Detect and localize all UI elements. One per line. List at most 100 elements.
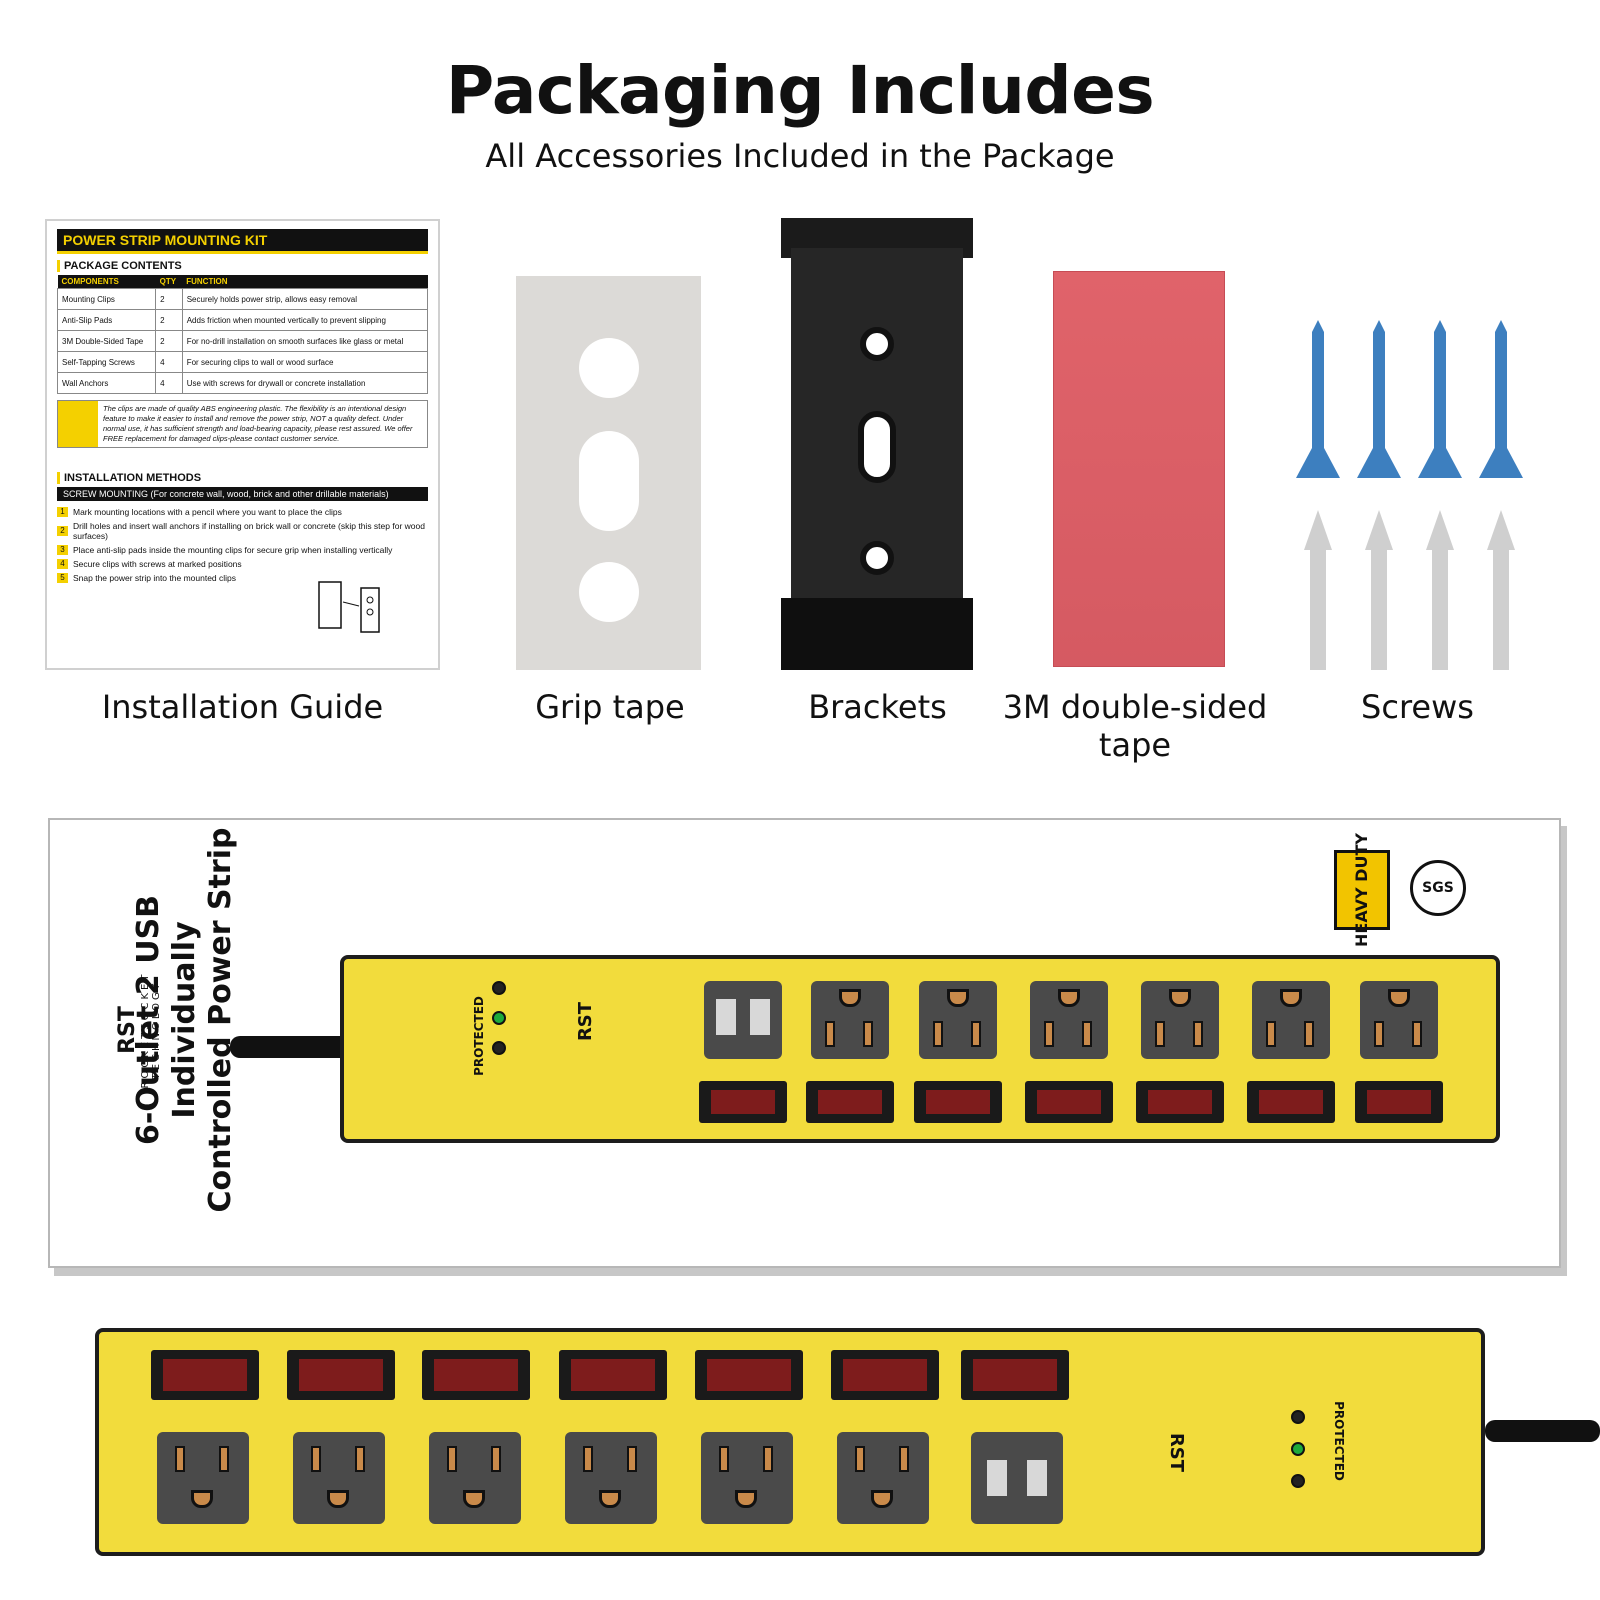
col-components: COMPONENTS	[57, 275, 156, 289]
guide-contents-heading: PACKAGE CONTENTS	[57, 260, 428, 272]
grip-hole	[579, 562, 639, 622]
power-cord	[1485, 1420, 1600, 1442]
cell-function: Use with screws for drywall or concrete …	[181, 372, 429, 394]
cell-component: Self-Tapping Screws	[56, 351, 157, 373]
rocker-switch[interactable]	[287, 1350, 395, 1400]
cell-function: For securing clips to wall or wood surfa…	[181, 351, 429, 373]
cell-component: 3M Double-Sided Tape	[56, 330, 157, 352]
usb-port-pair[interactable]	[971, 1432, 1063, 1524]
cell-component: Anti-Slip Pads	[56, 309, 157, 331]
ac-outlet[interactable]	[1360, 981, 1438, 1059]
brand-logo-small: RST	[1166, 1432, 1188, 1473]
indicator-led	[1291, 1474, 1305, 1488]
ac-outlet[interactable]	[1141, 981, 1219, 1059]
warning-clip-icon	[58, 401, 98, 447]
rocker-switch[interactable]	[695, 1350, 803, 1400]
guide-install-heading: INSTALLATION METHODS	[57, 472, 428, 484]
ac-outlet[interactable]	[919, 981, 997, 1059]
caption-brackets: Brackets	[808, 688, 947, 726]
cell-function: For no-drill installation on smooth surf…	[181, 330, 429, 352]
table-row: Self-Tapping Screws 4 For securing clips…	[56, 351, 429, 373]
rocker-switch[interactable]	[1136, 1081, 1224, 1123]
heavy-duty-badge: HEAVY DUTY	[1334, 833, 1390, 947]
power-cord	[230, 1036, 350, 1058]
table-row: Wall Anchors 4 Use with screws for drywa…	[56, 372, 429, 394]
cell-qty: 2	[155, 288, 183, 310]
rocker-switch[interactable]	[1355, 1081, 1443, 1123]
indicator-led	[492, 981, 506, 995]
cell-qty: 2	[155, 330, 183, 352]
rocker-switch[interactable]	[961, 1350, 1069, 1400]
ac-outlet[interactable]	[837, 1432, 929, 1524]
rocker-switch[interactable]	[831, 1350, 939, 1400]
cell-component: Mounting Clips	[56, 288, 157, 310]
protected-label: PROTECTED	[471, 996, 486, 1076]
guide-contents-table: COMPONENTS QTY FUNCTION Mounting Clips 2…	[56, 275, 429, 394]
col-qty: QTY	[155, 275, 183, 289]
screw-icon	[1357, 320, 1523, 478]
cell-function: Securely holds power strip, allows easy …	[181, 288, 429, 310]
guide-note: The clips are made of quality ABS engine…	[57, 400, 428, 448]
caption-grip-tape: Grip tape	[535, 688, 685, 726]
rocker-switch[interactable]	[1247, 1081, 1335, 1123]
grip-slot	[579, 431, 639, 531]
indicator-led	[1291, 1410, 1305, 1424]
ac-outlet[interactable]	[565, 1432, 657, 1524]
usb-port-pair[interactable]	[704, 981, 782, 1059]
cell-qty: 4	[155, 351, 183, 373]
ac-outlet[interactable]	[701, 1432, 793, 1524]
indicator-led	[492, 1041, 506, 1055]
caption-screws: Screws	[1361, 688, 1474, 726]
guide-method-bar: SCREW MOUNTING (For concrete wall, wood,…	[57, 487, 428, 501]
grip-hole	[579, 338, 639, 398]
ac-outlet[interactable]	[429, 1432, 521, 1524]
cell-qty: 2	[155, 309, 183, 331]
rocker-switch[interactable]	[1025, 1081, 1113, 1123]
indicator-led-green	[1291, 1442, 1305, 1456]
caption-tape-line1: 3M double-sided	[1002, 688, 1268, 726]
brand-logo-small: RST	[575, 1001, 597, 1042]
cell-component: Wall Anchors	[56, 372, 157, 394]
table-row: 3M Double-Sided Tape 2 For no-drill inst…	[56, 330, 429, 352]
brand-logo-vertical: RST ROCKETSOCKET TECHNOLOGY	[115, 971, 162, 1089]
wall-anchor-icon	[1304, 510, 1515, 670]
screws-anchors-image	[1296, 320, 1523, 670]
rocker-switch[interactable]	[806, 1081, 894, 1123]
ac-outlet[interactable]	[1030, 981, 1108, 1059]
col-function: FUNCTION	[182, 275, 428, 289]
sgs-certification-badge: SGS	[1410, 860, 1466, 916]
clip-diagram-icon	[318, 581, 380, 633]
table-row: Mounting Clips 2 Securely holds power st…	[56, 288, 429, 310]
caption-installation-guide: Installation Guide	[101, 688, 384, 726]
guide-note-text: The clips are made of quality ABS engine…	[103, 404, 413, 443]
screw-icon	[1296, 320, 1462, 478]
ac-outlet[interactable]	[293, 1432, 385, 1524]
ac-outlet[interactable]	[811, 981, 889, 1059]
power-strip-top-view: PROTECTED RST	[340, 955, 1500, 1143]
indicator-led-green	[492, 1011, 506, 1025]
cell-function: Adds friction when mounted vertically to…	[181, 309, 429, 331]
cell-qty: 4	[155, 372, 183, 394]
protected-label: PROTECTED	[1331, 1401, 1346, 1481]
caption-tape-line2: tape	[1098, 726, 1172, 764]
grip-tape-image	[516, 276, 701, 670]
table-row: Anti-Slip Pads 2 Adds friction when moun…	[56, 309, 429, 331]
double-sided-tape-image	[1053, 271, 1225, 667]
bracket-image	[781, 218, 973, 670]
guide-title: POWER STRIP MOUNTING KIT	[57, 229, 428, 254]
rocker-switch[interactable]	[559, 1350, 667, 1400]
power-strip-bottom-view: RST PROTECTED	[95, 1328, 1485, 1556]
page-title: Packaging Includes	[445, 52, 1155, 129]
ac-outlet[interactable]	[1252, 981, 1330, 1059]
rocker-switch[interactable]	[699, 1081, 787, 1123]
rocker-switch[interactable]	[151, 1350, 259, 1400]
ac-outlet[interactable]	[157, 1432, 249, 1524]
page-subtitle: All Accessories Included in the Package	[485, 137, 1115, 175]
rocker-switch[interactable]	[914, 1081, 1002, 1123]
rocker-switch[interactable]	[422, 1350, 530, 1400]
